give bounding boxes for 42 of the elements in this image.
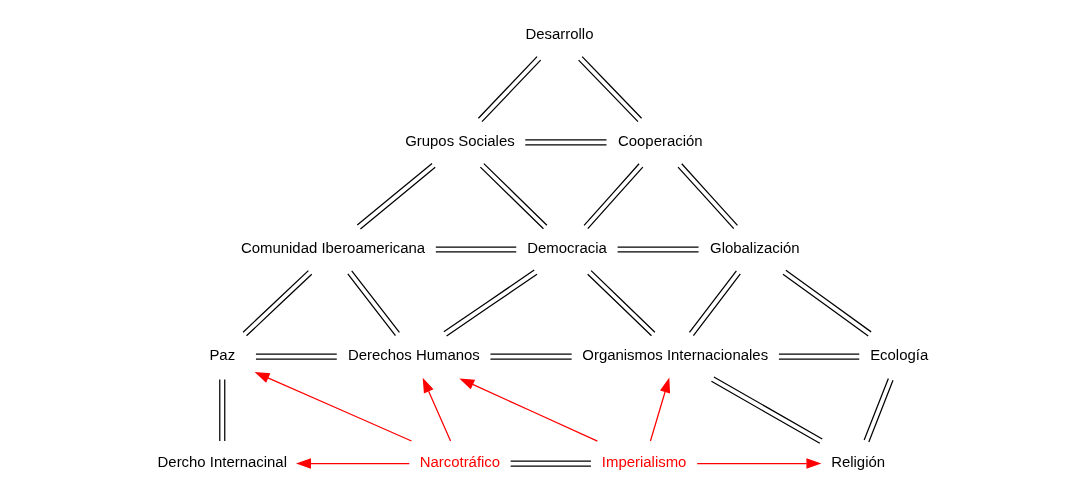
arrow	[649, 377, 671, 442]
connector	[524, 139, 608, 146]
arrow	[696, 458, 822, 469]
arrow	[296, 458, 410, 469]
connector	[710, 376, 823, 444]
node-text: Ecología	[870, 346, 929, 364]
connector	[242, 269, 313, 337]
connector	[477, 56, 542, 123]
node-text: Imperialismo	[601, 453, 687, 471]
node-text: Paz	[209, 346, 236, 364]
node-text: Organismos Internacionales	[582, 346, 769, 364]
connector	[255, 353, 338, 360]
connector	[443, 269, 538, 337]
connector	[583, 163, 644, 230]
connector	[489, 353, 573, 360]
arrow	[459, 378, 599, 442]
connector	[677, 163, 739, 230]
arrow	[422, 377, 452, 442]
node-text: Globalización	[710, 239, 800, 257]
node-text: Democracia	[527, 239, 607, 257]
connector	[577, 56, 643, 123]
connector	[587, 270, 656, 337]
node-text: Comunidad Iberoamericana	[240, 239, 426, 257]
connector	[778, 353, 860, 360]
node-text: Grupos Sociales	[405, 132, 515, 150]
node-text: Derechos Humanos	[347, 346, 480, 364]
connector	[435, 246, 517, 253]
node-text: Cooperación	[617, 132, 703, 150]
node-text: Desarrollo	[525, 25, 594, 43]
arrow	[254, 372, 413, 442]
connector	[863, 377, 894, 443]
node-text: Religión	[831, 453, 886, 471]
connector	[356, 162, 436, 230]
node-text: Dercho Internacinal	[157, 453, 287, 471]
node-text: Narcotráfico	[419, 453, 501, 471]
connector	[617, 246, 700, 253]
connector	[688, 270, 741, 337]
connector	[479, 163, 548, 230]
connector	[347, 270, 400, 337]
connector	[219, 378, 226, 442]
connector	[510, 460, 592, 467]
connector	[782, 269, 872, 337]
